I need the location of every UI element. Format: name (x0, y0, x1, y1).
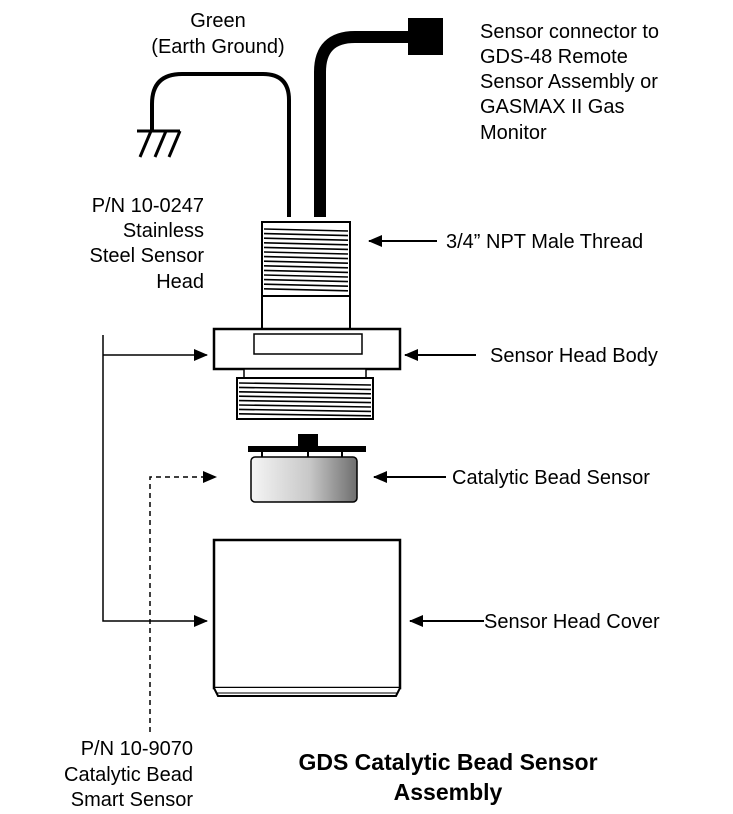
bead-sensor-label: Catalytic Bead Sensor (452, 467, 650, 489)
thread-line (263, 274, 349, 278)
thread-line (263, 265, 349, 269)
thread-line (263, 242, 349, 246)
ground-wire-label: Green (Earth Ground) (151, 10, 284, 58)
thread-line (263, 237, 349, 241)
thread-label: 3/4” NPT Male Thread (446, 231, 643, 253)
catalytic-bead-sensor (248, 434, 366, 503)
smart-sensor-pn-label: P/N 10-9070 Catalytic Bead Smart Sensor (64, 738, 193, 811)
ground-wire-label-line-2: (Earth Ground) (151, 36, 284, 58)
sensor-connector-label-line-1: Sensor connector to (480, 21, 659, 43)
thread-line (263, 232, 349, 237)
thread-line (263, 255, 349, 260)
sensor-head-pn-line-3: Steel Sensor (89, 245, 204, 267)
sensor-head-bracket (102, 335, 208, 627)
thread-line (238, 408, 372, 413)
thread-line (263, 246, 349, 251)
sensor-connector-label-line-4: GASMAX II Gas (480, 96, 624, 118)
thread-line (263, 269, 349, 274)
diagram-title-line-1: GDS Catalytic Bead Sensor (298, 749, 597, 775)
sensor-head-pn-line-1: P/N 10-0247 (92, 195, 204, 217)
diagram-title-line-2: Assembly (394, 779, 503, 805)
sensor-head-pn-label: P/N 10-0247 Stainless Steel Sensor Head (89, 195, 204, 293)
npt-thread-fitting (261, 221, 351, 330)
thread-line (238, 382, 372, 386)
thread-line (263, 251, 349, 255)
smart-sensor-pn-line-2: Catalytic Bead (64, 764, 193, 786)
earth-ground-icon (137, 129, 182, 158)
thread-line (263, 288, 349, 292)
thread-line (263, 228, 349, 232)
sensor-head-cover (212, 538, 402, 697)
sensor-connector-label-line-3: Sensor Assembly or (480, 71, 658, 93)
thread-line (238, 386, 372, 391)
top-thread-lines (263, 228, 349, 292)
diagram-title: GDS Catalytic Bead Sensor Assembly (298, 749, 597, 805)
ground-wire-label-line-1: Green (190, 10, 246, 32)
sensor-connector-icon (408, 18, 443, 55)
smart-sensor-dashed-bracket (149, 471, 217, 732)
sensor-connector-label: Sensor connector to GDS-48 Remote Sensor… (480, 21, 659, 144)
thread-line (238, 404, 372, 408)
thread-line (238, 395, 372, 399)
sensor-head-body (212, 327, 402, 371)
thread-line (238, 399, 372, 404)
sensor-cable (314, 31, 415, 217)
sensor-head-pn-line-4: Head (156, 271, 204, 293)
thread-line (238, 391, 372, 395)
smart-sensor-pn-line-3: Smart Sensor (71, 789, 194, 811)
sensor-head-pn-line-2: Stainless (123, 220, 204, 242)
sensor-connector-label-line-2: GDS-48 Remote (480, 46, 628, 68)
thread-line (263, 260, 349, 264)
thread-line (238, 413, 372, 417)
ground-wire (150, 72, 291, 217)
thread-line (263, 283, 349, 287)
smart-sensor-pn-line-1: P/N 10-9070 (81, 738, 193, 760)
thread-line (263, 278, 349, 283)
lower-thread-lines (238, 382, 372, 417)
sensor-connector-label-line-5: Monitor (480, 122, 547, 144)
head-body-label: Sensor Head Body (490, 345, 658, 367)
head-cover-label: Sensor Head Cover (484, 611, 660, 633)
lower-thread-section (236, 368, 374, 420)
